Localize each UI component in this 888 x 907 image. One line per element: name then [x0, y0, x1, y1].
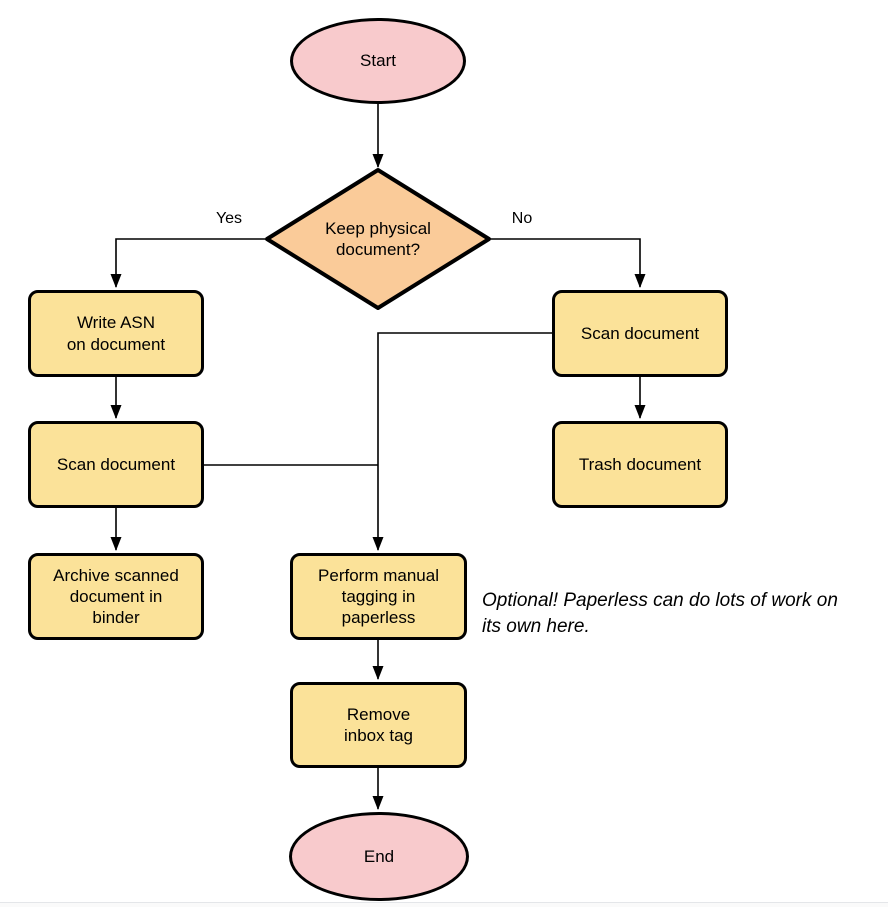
node-trash-document-label: Trash document: [578, 454, 702, 474]
page-bottom-divider: [0, 902, 888, 907]
edge-label-no: No: [496, 210, 548, 228]
node-start: Start: [290, 18, 466, 104]
node-scan-document-left: Scan document: [28, 421, 204, 508]
node-write-asn-label: Write ASN on document: [66, 313, 166, 354]
edge-scan-right-to-tagging: [372, 332, 552, 551]
decision-diamond-shape: [265, 168, 491, 310]
node-manual-tagging-label: Perform manual tagging in paperless: [318, 565, 439, 628]
annotation-optional-note: Optional! Paperless can do lots of work …: [482, 590, 838, 638]
node-decision: Keep physical document?: [278, 210, 478, 268]
node-remove-inbox-tag: Remove inbox tag: [290, 682, 467, 768]
node-end-label: End: [363, 846, 395, 866]
node-archive-binder-label: Archive scanned document in binder: [53, 565, 179, 628]
node-trash-document: Trash document: [552, 421, 728, 508]
node-scan-document-left-label: Scan document: [56, 454, 176, 474]
node-remove-inbox-tag-label: Remove inbox tag: [344, 704, 413, 745]
node-decision-label: Keep physical document?: [325, 218, 431, 259]
node-start-label: Start: [360, 51, 396, 71]
node-manual-tagging: Perform manual tagging in paperless: [290, 553, 467, 640]
edge-label-yes: Yes: [203, 210, 255, 228]
node-archive-binder: Archive scanned document in binder: [28, 553, 204, 640]
edge-decision-no-to-scan-right: [491, 238, 646, 288]
node-scan-document-right: Scan document: [552, 290, 728, 377]
node-scan-document-right-label: Scan document: [580, 323, 700, 343]
node-write-asn: Write ASN on document: [28, 290, 204, 377]
node-end: End: [289, 812, 469, 901]
edge-decision-yes-to-write-asn: [110, 238, 265, 288]
